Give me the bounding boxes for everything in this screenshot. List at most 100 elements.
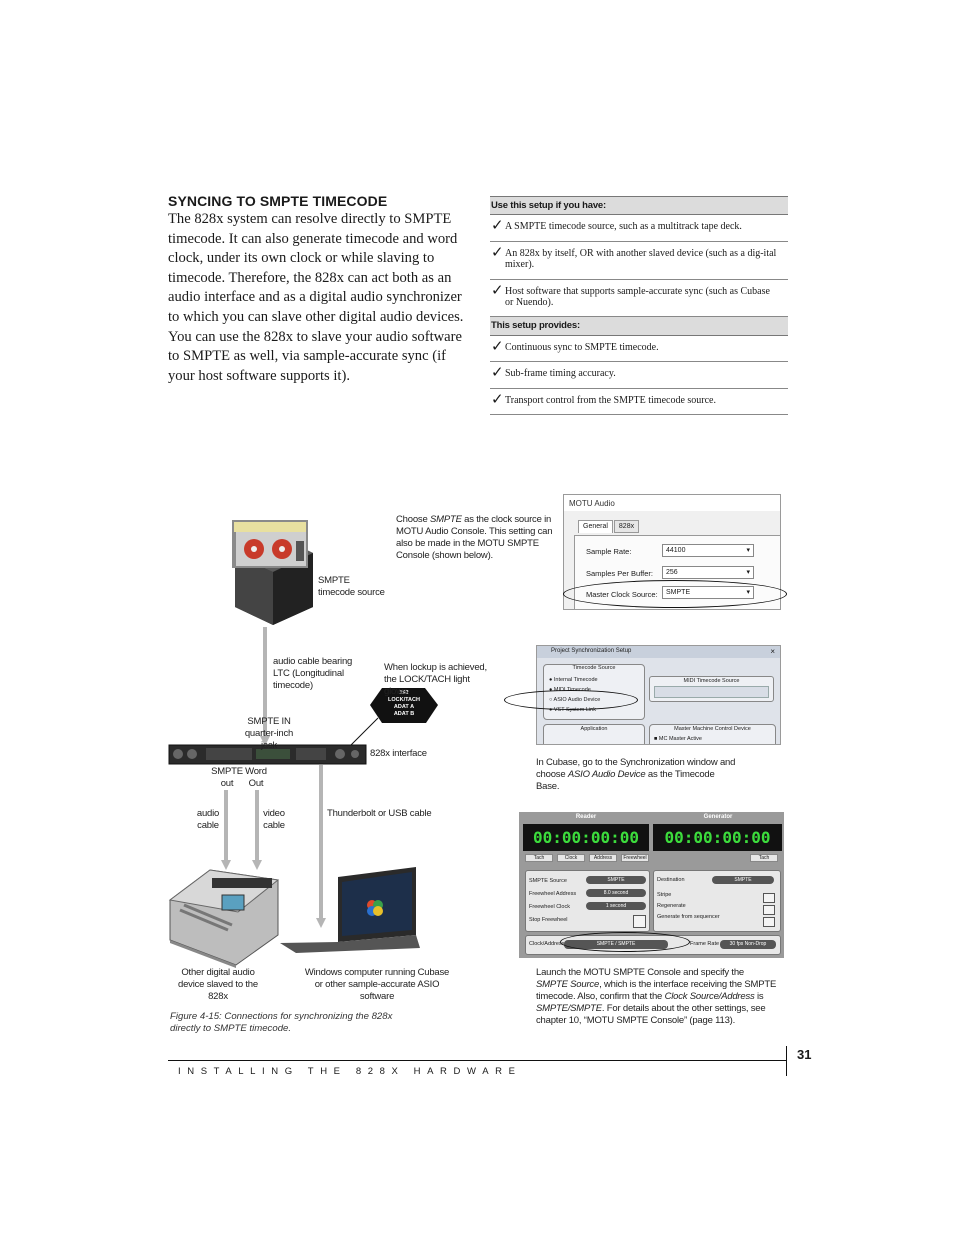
regenerate-row: Regenerate: [657, 903, 686, 909]
address-button[interactable]: Address: [589, 854, 617, 862]
reader-header: Reader: [575, 814, 597, 820]
check-icon: ✓: [491, 337, 504, 355]
smpte-console-window: Reader Generator 00:00:00:00 00:00:00:00…: [519, 812, 784, 958]
clock-address-label: Clock/Address: [529, 941, 565, 947]
smpte-source-select[interactable]: SMPTE: [586, 876, 646, 884]
have-header: Use this setup if you have:: [490, 196, 788, 215]
highlight-oval: [560, 932, 690, 952]
buffer-select[interactable]: 256▾: [662, 566, 754, 579]
generator-time: 00:00:00:00: [653, 824, 782, 851]
smpte-in-label: SMPTE IN quarter-inch jack: [244, 716, 294, 751]
check-icon: ✓: [491, 243, 504, 261]
freewheel-clock-row: Freewheel Clock: [529, 904, 570, 910]
word-out-label: Word Out: [245, 766, 267, 789]
interface-label: 828x interface: [370, 748, 427, 759]
smpte-out-label: SMPTE out: [211, 766, 243, 789]
destination-select[interactable]: SMPTE: [712, 876, 774, 884]
tab-general[interactable]: General: [578, 520, 613, 533]
check-icon: ✓: [491, 363, 504, 381]
tape-deck-icon: [232, 520, 313, 625]
stop-freewheel-row: Stop Freewheel: [529, 917, 568, 923]
freewheel-address-select[interactable]: 8.0 second: [586, 889, 646, 897]
lockup-note: When lockup is achieved, the LOCK/TACH l…: [384, 662, 487, 697]
laptop-icon: [280, 867, 420, 953]
freewheel-address-row: Freewheel Address: [529, 891, 577, 897]
led-panel: 192 LOCK/TACH ADAT A ADAT B: [383, 690, 425, 718]
sample-rate-label: Sample Rate:: [586, 547, 632, 556]
smpte-source-row: SMPTE Source: [529, 878, 567, 884]
digital-mixer-icon: [168, 869, 280, 968]
generate-sequencer-toggle[interactable]: [763, 917, 775, 927]
frame-rate-label: Frame Rate: [690, 941, 720, 947]
mmc-header: Master Machine Control Device: [674, 726, 751, 732]
computer-label: Windows computer running Cubase or other…: [304, 967, 450, 1002]
application-header: Application: [580, 726, 608, 732]
reader-buttons: Tach Clock Address Freewheel: [525, 854, 649, 862]
cubase-note: In Cubase, go to the Synchronization win…: [536, 757, 736, 792]
regenerate-toggle[interactable]: [763, 905, 775, 915]
provides-header: This setup provides:: [490, 317, 788, 336]
stop-freewheel-button[interactable]: [633, 915, 646, 928]
provides-item: ✓Continuous sync to SMPTE timecode.: [490, 336, 788, 362]
section-heading: SYNCING TO SMPTE TIMECODE: [168, 193, 388, 209]
chevron-down-icon: ▾: [746, 547, 750, 554]
midi-timecode-source-header: MIDI Timecode Source: [683, 678, 740, 684]
mc-master-checkbox[interactable]: ■ MC Master Active: [654, 736, 702, 742]
have-item: ✓Host software that supports sample-accu…: [490, 280, 788, 317]
running-footer: INSTALLING THE 828X HARDWARE: [178, 1066, 522, 1077]
intro-paragraph: The 828x system can resolve directly to …: [168, 211, 464, 384]
stripe-toggle[interactable]: [763, 893, 775, 903]
provides-item: ✓Sub-frame timing accuracy.: [490, 362, 788, 389]
tach-button[interactable]: Tach: [525, 854, 553, 862]
interface-828x-icon: [168, 744, 367, 765]
highlight-oval: [563, 580, 787, 608]
generate-sequencer-row: Generate from sequencer: [657, 914, 720, 920]
reader-time: 00:00:00:00: [523, 824, 649, 851]
freewheel-clock-select[interactable]: 1 second: [586, 902, 646, 910]
ltc-cable-label: audio cable bearing LTC (Longitudinal ti…: [273, 656, 353, 691]
setup-box: Use this setup if you have: ✓A SMPTE tim…: [490, 196, 788, 415]
clock-button[interactable]: Clock: [557, 854, 585, 862]
generator-settings: Destination Stripe Regenerate Generate f…: [657, 875, 720, 923]
reader-settings: SMPTE Source Freewheel Address Freewheel…: [529, 875, 576, 927]
highlight-oval: [504, 690, 638, 710]
buffer-label: Samples Per Buffer:: [586, 569, 653, 578]
led-192: 192: [399, 690, 409, 696]
mixer-label: Other digital audio device slaved to the…: [178, 967, 258, 1002]
have-item: ✓An 828x by itself, OR with another slav…: [490, 242, 788, 280]
destination-row: Destination: [657, 877, 685, 883]
lock-tach-led-icon: [370, 688, 438, 723]
check-icon: ✓: [491, 281, 504, 299]
generator-tach-button[interactable]: Tach: [750, 854, 778, 862]
freewheel-button[interactable]: Freewheel: [621, 854, 649, 862]
provides-item: ✓Transport control from the SMPTE timeco…: [490, 389, 788, 415]
launch-console-note: Launch the MOTU SMPTE Console and specif…: [536, 967, 777, 1026]
footer-divider: [786, 1046, 787, 1076]
sample-rate-select[interactable]: 44100▾: [662, 544, 754, 557]
thunderbolt-label: Thunderbolt or USB cable: [327, 808, 432, 819]
tab-828x[interactable]: 828x: [613, 520, 640, 533]
footer-rule: [168, 1060, 787, 1061]
timecode-source-header: Timecode Source: [572, 665, 616, 671]
led-adat-a: ADAT A: [393, 704, 415, 710]
option-vst[interactable]: ● VST System Link: [549, 707, 596, 713]
choose-smpte-note: Choose SMPTE as the clock source in MOTU…: [396, 514, 553, 561]
audio-cable-label: audio cable: [196, 808, 220, 831]
stripe-row: Stripe: [657, 892, 672, 898]
option-internal[interactable]: ● Internal Timecode: [549, 677, 598, 683]
have-item: ✓A SMPTE timecode source, such as a mult…: [490, 215, 788, 242]
generator-header: Generator: [703, 814, 733, 820]
close-icon[interactable]: ×: [770, 647, 775, 656]
chevron-down-icon: ▾: [746, 569, 750, 576]
check-icon: ✓: [491, 216, 504, 234]
figure-caption: Figure 4-15: Connections for synchronizi…: [170, 1011, 393, 1034]
smpte-source-label: SMPTE timecode source: [318, 575, 385, 598]
page-number: 31: [797, 1047, 812, 1062]
motu-audio-title: MOTU Audio: [564, 495, 780, 511]
video-cable-label: video cable: [263, 808, 285, 831]
motu-audio-tabs: General 828x: [578, 520, 640, 533]
led-lock-tach: LOCK/TACH: [388, 697, 420, 703]
frame-rate-select[interactable]: 30 fps Non-Drop: [720, 940, 776, 949]
check-icon: ✓: [491, 390, 504, 408]
